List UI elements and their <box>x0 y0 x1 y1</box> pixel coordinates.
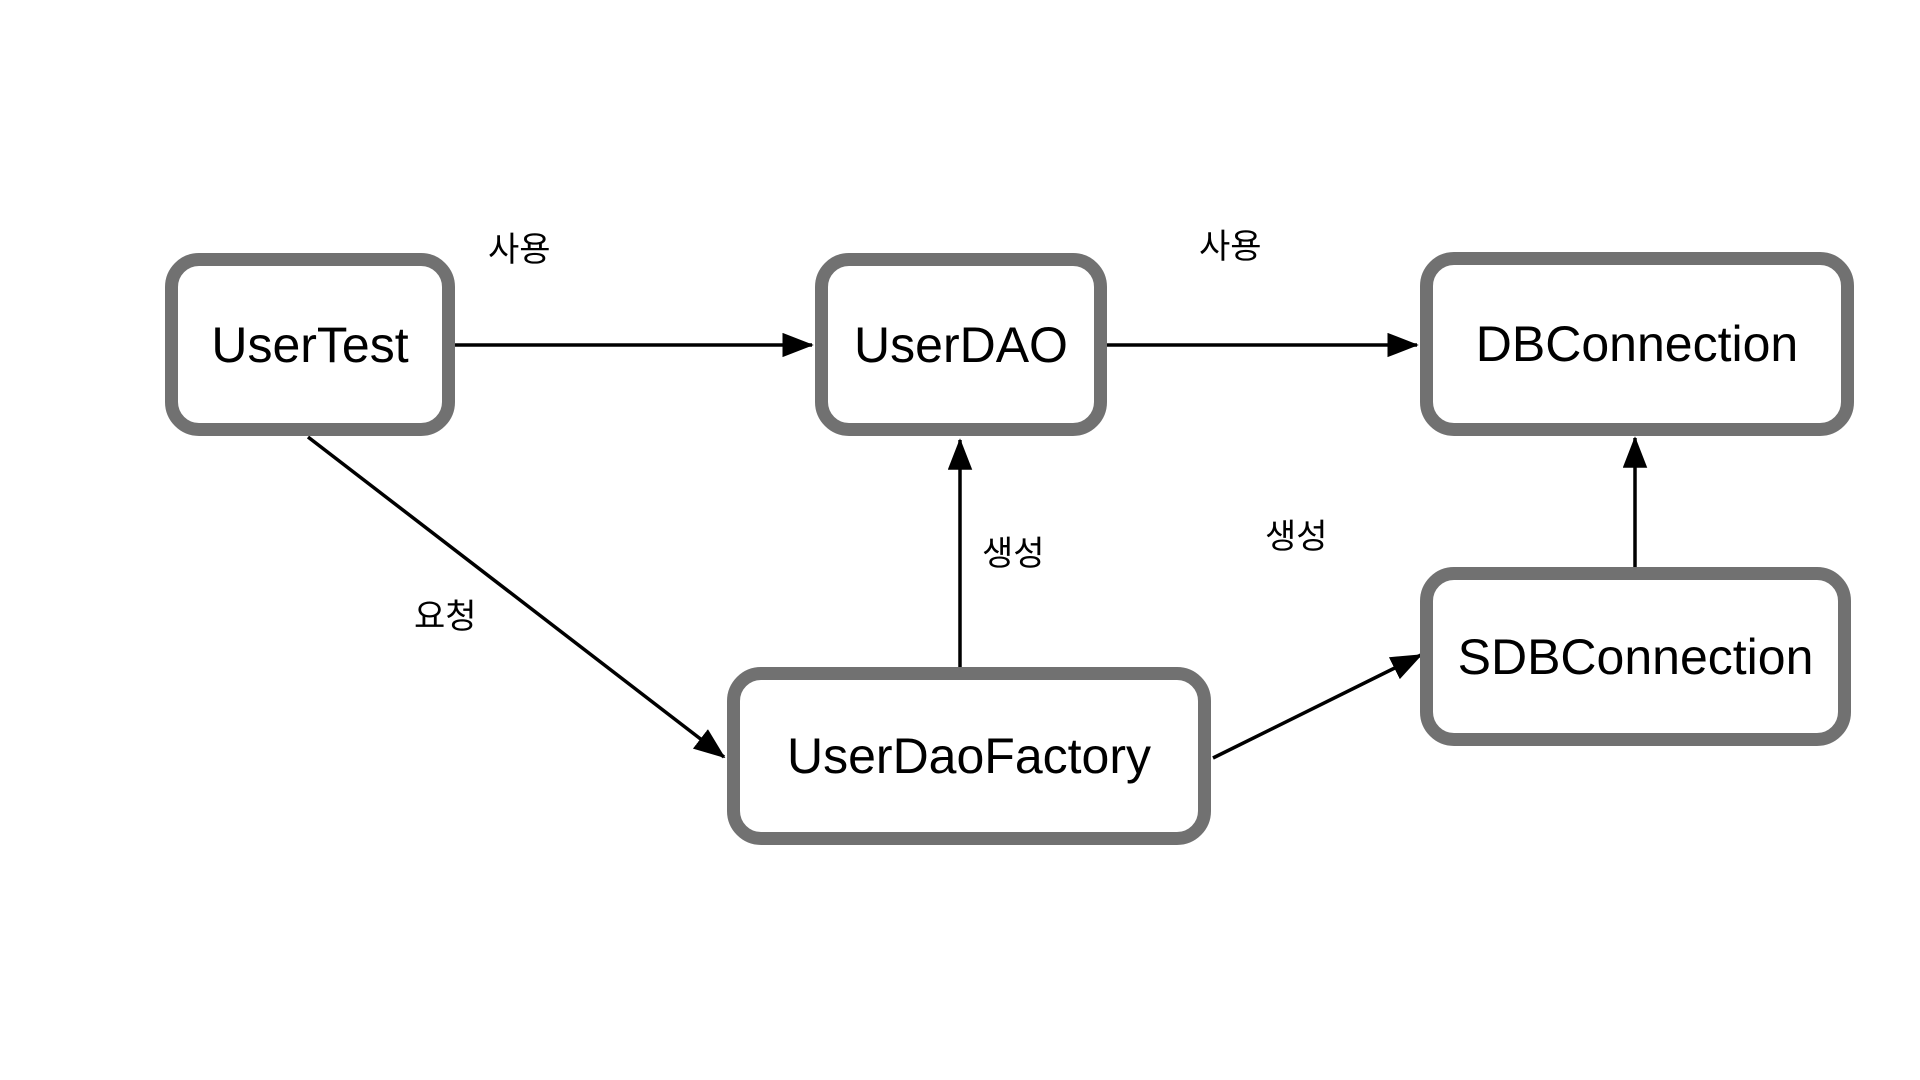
node-sdbconnection[interactable]: SDBConnection <box>1420 567 1851 746</box>
edge-create-2 <box>1212 653 1423 760</box>
node-label-usertest: UserTest <box>211 316 409 373</box>
node-userdao[interactable]: UserDAO <box>815 253 1107 436</box>
edge-request <box>306 435 726 759</box>
node-label-sdbconnection: SDBConnection <box>1457 628 1814 685</box>
node-label-dbconnection: DBConnection <box>1475 316 1799 372</box>
node-dbconnection[interactable]: DBConnection <box>1420 252 1854 436</box>
node-label-userdaofactory: UserDaoFactory <box>787 728 1151 784</box>
node-userdaofactory[interactable]: UserDaoFactory <box>727 667 1211 845</box>
edge-label-create-1: 생성 <box>982 535 1045 573</box>
node-usertest[interactable]: UserTest <box>165 253 455 436</box>
edge-label-request: 요청 <box>414 598 477 636</box>
edge-label-use-2: 사용 <box>1199 228 1262 266</box>
edge-label-create-2: 생성 <box>1265 518 1328 556</box>
edge-label-use-1: 사용 <box>488 231 551 269</box>
node-label-userdao: UserDAO <box>854 316 1068 373</box>
